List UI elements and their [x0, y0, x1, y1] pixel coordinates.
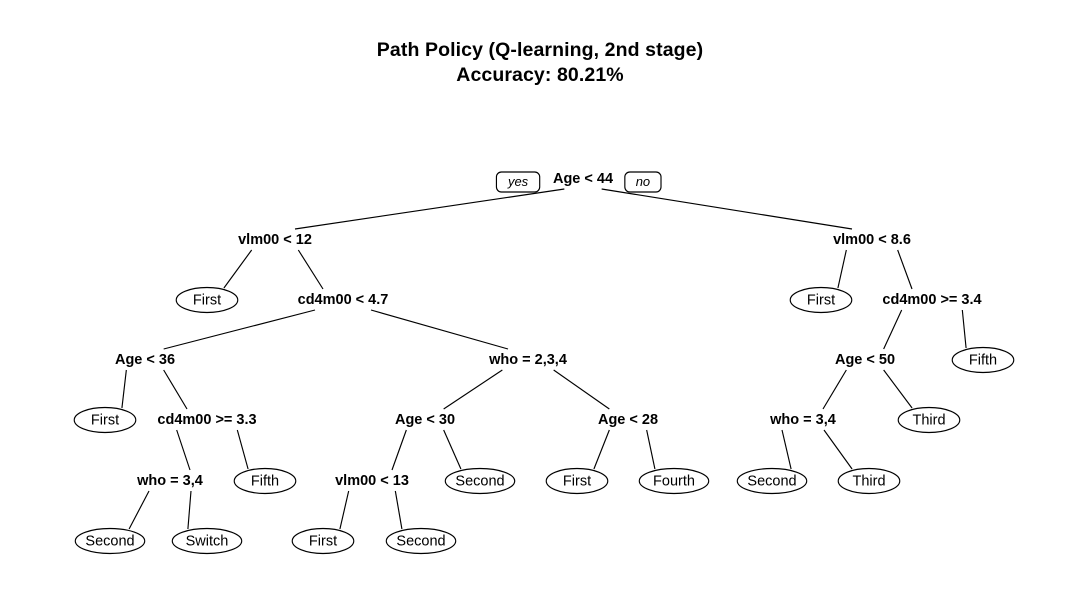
split-node-label: Age < 36 — [115, 352, 175, 368]
tree-edge — [297, 249, 324, 290]
title-line-2: Accuracy: 80.21% — [456, 64, 624, 86]
tree-edge — [822, 369, 847, 410]
leaf-node-ellipse — [73, 406, 137, 434]
leaf-node-label: First — [807, 292, 835, 308]
tree-edge — [646, 429, 656, 470]
tree-edge — [443, 429, 462, 470]
tree-edge — [339, 490, 350, 530]
split-node-label: who = 3,4 — [769, 412, 836, 428]
leaf-node-ellipse — [444, 467, 516, 495]
tree-edge — [163, 309, 316, 350]
tree-edge — [128, 490, 150, 530]
title-line-1: Path Policy (Q-learning, 2nd stage) — [376, 39, 704, 61]
split-node-label: Age < 28 — [598, 412, 658, 428]
split-node-label: cd4m00 >= 3.4 — [882, 292, 981, 308]
leaf-node-ellipse — [233, 467, 297, 495]
split-node-label: vlm00 < 13 — [335, 473, 409, 489]
tree-edge — [163, 369, 188, 410]
edge-layer — [121, 188, 967, 530]
leaf-node-label: Second — [85, 533, 134, 549]
leaf-node-ellipse — [74, 527, 146, 555]
leaf-node-ellipse — [897, 406, 961, 434]
tree-edge — [961, 309, 967, 349]
edge-label-yes-label: yes — [507, 174, 529, 189]
leaf-node-ellipse — [175, 286, 239, 314]
leaf-node-label: Fifth — [251, 473, 279, 489]
split-node-label: cd4m00 < 4.7 — [298, 292, 389, 308]
split-node-label: Age < 50 — [835, 352, 895, 368]
leaf-node-label: Third — [912, 412, 945, 428]
split-node-label: Age < 44 — [553, 171, 613, 187]
tree-edge — [370, 309, 509, 350]
tree-edge — [121, 369, 127, 409]
edge-label-no-box — [624, 171, 662, 193]
yes-no-label-layer: yes no — [495, 171, 662, 193]
split-node-label: who = 3,4 — [136, 473, 203, 489]
leaf-node-label: Third — [852, 473, 885, 489]
leaf-node-label: Second — [747, 473, 796, 489]
leaf-node-ellipse — [638, 467, 710, 495]
leaf-node-ellipse — [736, 467, 808, 495]
leaf-node-ellipse — [951, 346, 1015, 374]
tree-edge — [883, 369, 913, 409]
leaf-node-label: First — [309, 533, 337, 549]
leaf-node-ellipse — [171, 527, 243, 555]
leaf-node-label: Switch — [186, 533, 229, 549]
tree-edge — [176, 429, 191, 471]
leaf-node-label: First — [563, 473, 591, 489]
split-node-label: who = 2,3,4 — [488, 352, 567, 368]
leaf-node-ellipse — [385, 527, 457, 555]
split-node-label: vlm00 < 12 — [238, 232, 312, 248]
tree-edge — [187, 490, 192, 530]
tree-edge — [781, 429, 792, 470]
leaf-node-ellipse — [291, 527, 355, 555]
tree-edge — [236, 429, 249, 470]
tree-edge — [223, 249, 253, 289]
tree-edge — [897, 249, 913, 290]
plot-title: Path Policy (Q-learning, 2nd stage) Accu… — [0, 38, 1080, 88]
tree-edge — [823, 429, 853, 470]
tree-edge — [294, 188, 565, 230]
split-node-label: vlm00 < 8.6 — [833, 232, 911, 248]
edge-label-yes-box — [495, 171, 541, 193]
leaf-node-label: Fifth — [969, 352, 997, 368]
leaf-node-ellipse — [789, 286, 853, 314]
tree-edge — [837, 249, 847, 289]
split-node-label: cd4m00 >= 3.3 — [157, 412, 256, 428]
leaf-node-label: Second — [396, 533, 445, 549]
tree-edge — [391, 429, 407, 471]
leaf-node-ellipse — [545, 467, 609, 495]
leaf-node-label: First — [91, 412, 119, 428]
tree-edge — [601, 188, 853, 230]
tree-edge — [883, 309, 903, 350]
leaf-node-label: First — [193, 292, 221, 308]
edge-label-no-label: no — [636, 174, 650, 189]
tree-edge — [553, 369, 610, 410]
tree-edge — [593, 429, 610, 470]
leaf-node-ellipse — [837, 467, 901, 495]
split-node-label: Age < 30 — [395, 412, 455, 428]
tree-edge — [443, 369, 503, 410]
leaf-node-label: Fourth — [653, 473, 695, 489]
leaf-node-label: Second — [455, 473, 504, 489]
tree-edge — [394, 490, 403, 530]
